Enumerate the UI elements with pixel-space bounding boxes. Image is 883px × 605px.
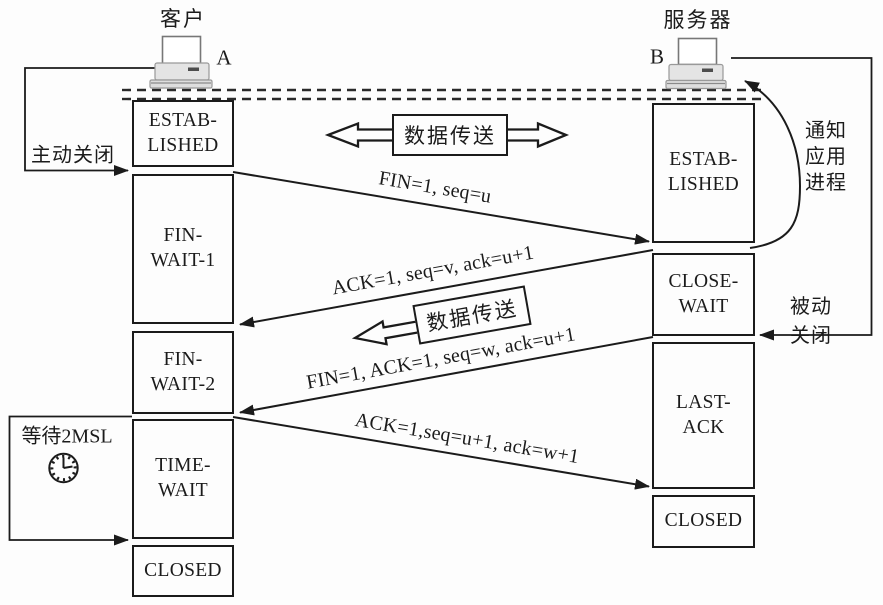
client-state-established: ESTAB- LISHED: [132, 100, 234, 167]
server-letter: B: [649, 44, 665, 69]
hollow-arrow-tilted-icon: [351, 319, 422, 346]
server-state-close-wait: CLOSE- WAIT: [652, 253, 755, 336]
timeline-dashed-line: [122, 88, 766, 101]
computer-icon: [665, 37, 727, 90]
message-label-fin: FIN=1, seq=u: [377, 167, 494, 208]
client-state-time-wait: TIME- WAIT: [132, 419, 234, 539]
clock-icon: [48, 452, 79, 484]
client-title: 客户: [160, 7, 206, 31]
message-label-ack2: ACK=1,seq=u+1, ack=w+1: [353, 408, 581, 469]
client-state-fin-wait-2: FIN- WAIT-2: [132, 331, 234, 414]
client-state-closed: CLOSED: [132, 545, 234, 597]
client-state-fin-wait-1: FIN- WAIT-1: [132, 174, 234, 324]
hollow-arrow-right-icon: [504, 121, 570, 149]
hollow-arrow-left-icon: [324, 121, 396, 149]
server-state-last-ack: LAST- ACK: [652, 342, 755, 489]
notify-application-label: 通知 应用 进程: [805, 120, 847, 194]
data-transfer-top-box: 数据传送: [392, 114, 508, 156]
active-close-label: 主动关闭: [31, 144, 115, 167]
client-letter: A: [216, 45, 232, 70]
passive-close-label: 被动关闭: [790, 296, 832, 347]
wait-2msl-label: 等待2MSL: [21, 425, 113, 448]
server-state-closed: CLOSED: [652, 495, 755, 548]
server-title: 服务器: [663, 8, 733, 32]
computer-icon: [149, 35, 213, 89]
server-state-established: ESTAB- LISHED: [652, 103, 755, 243]
